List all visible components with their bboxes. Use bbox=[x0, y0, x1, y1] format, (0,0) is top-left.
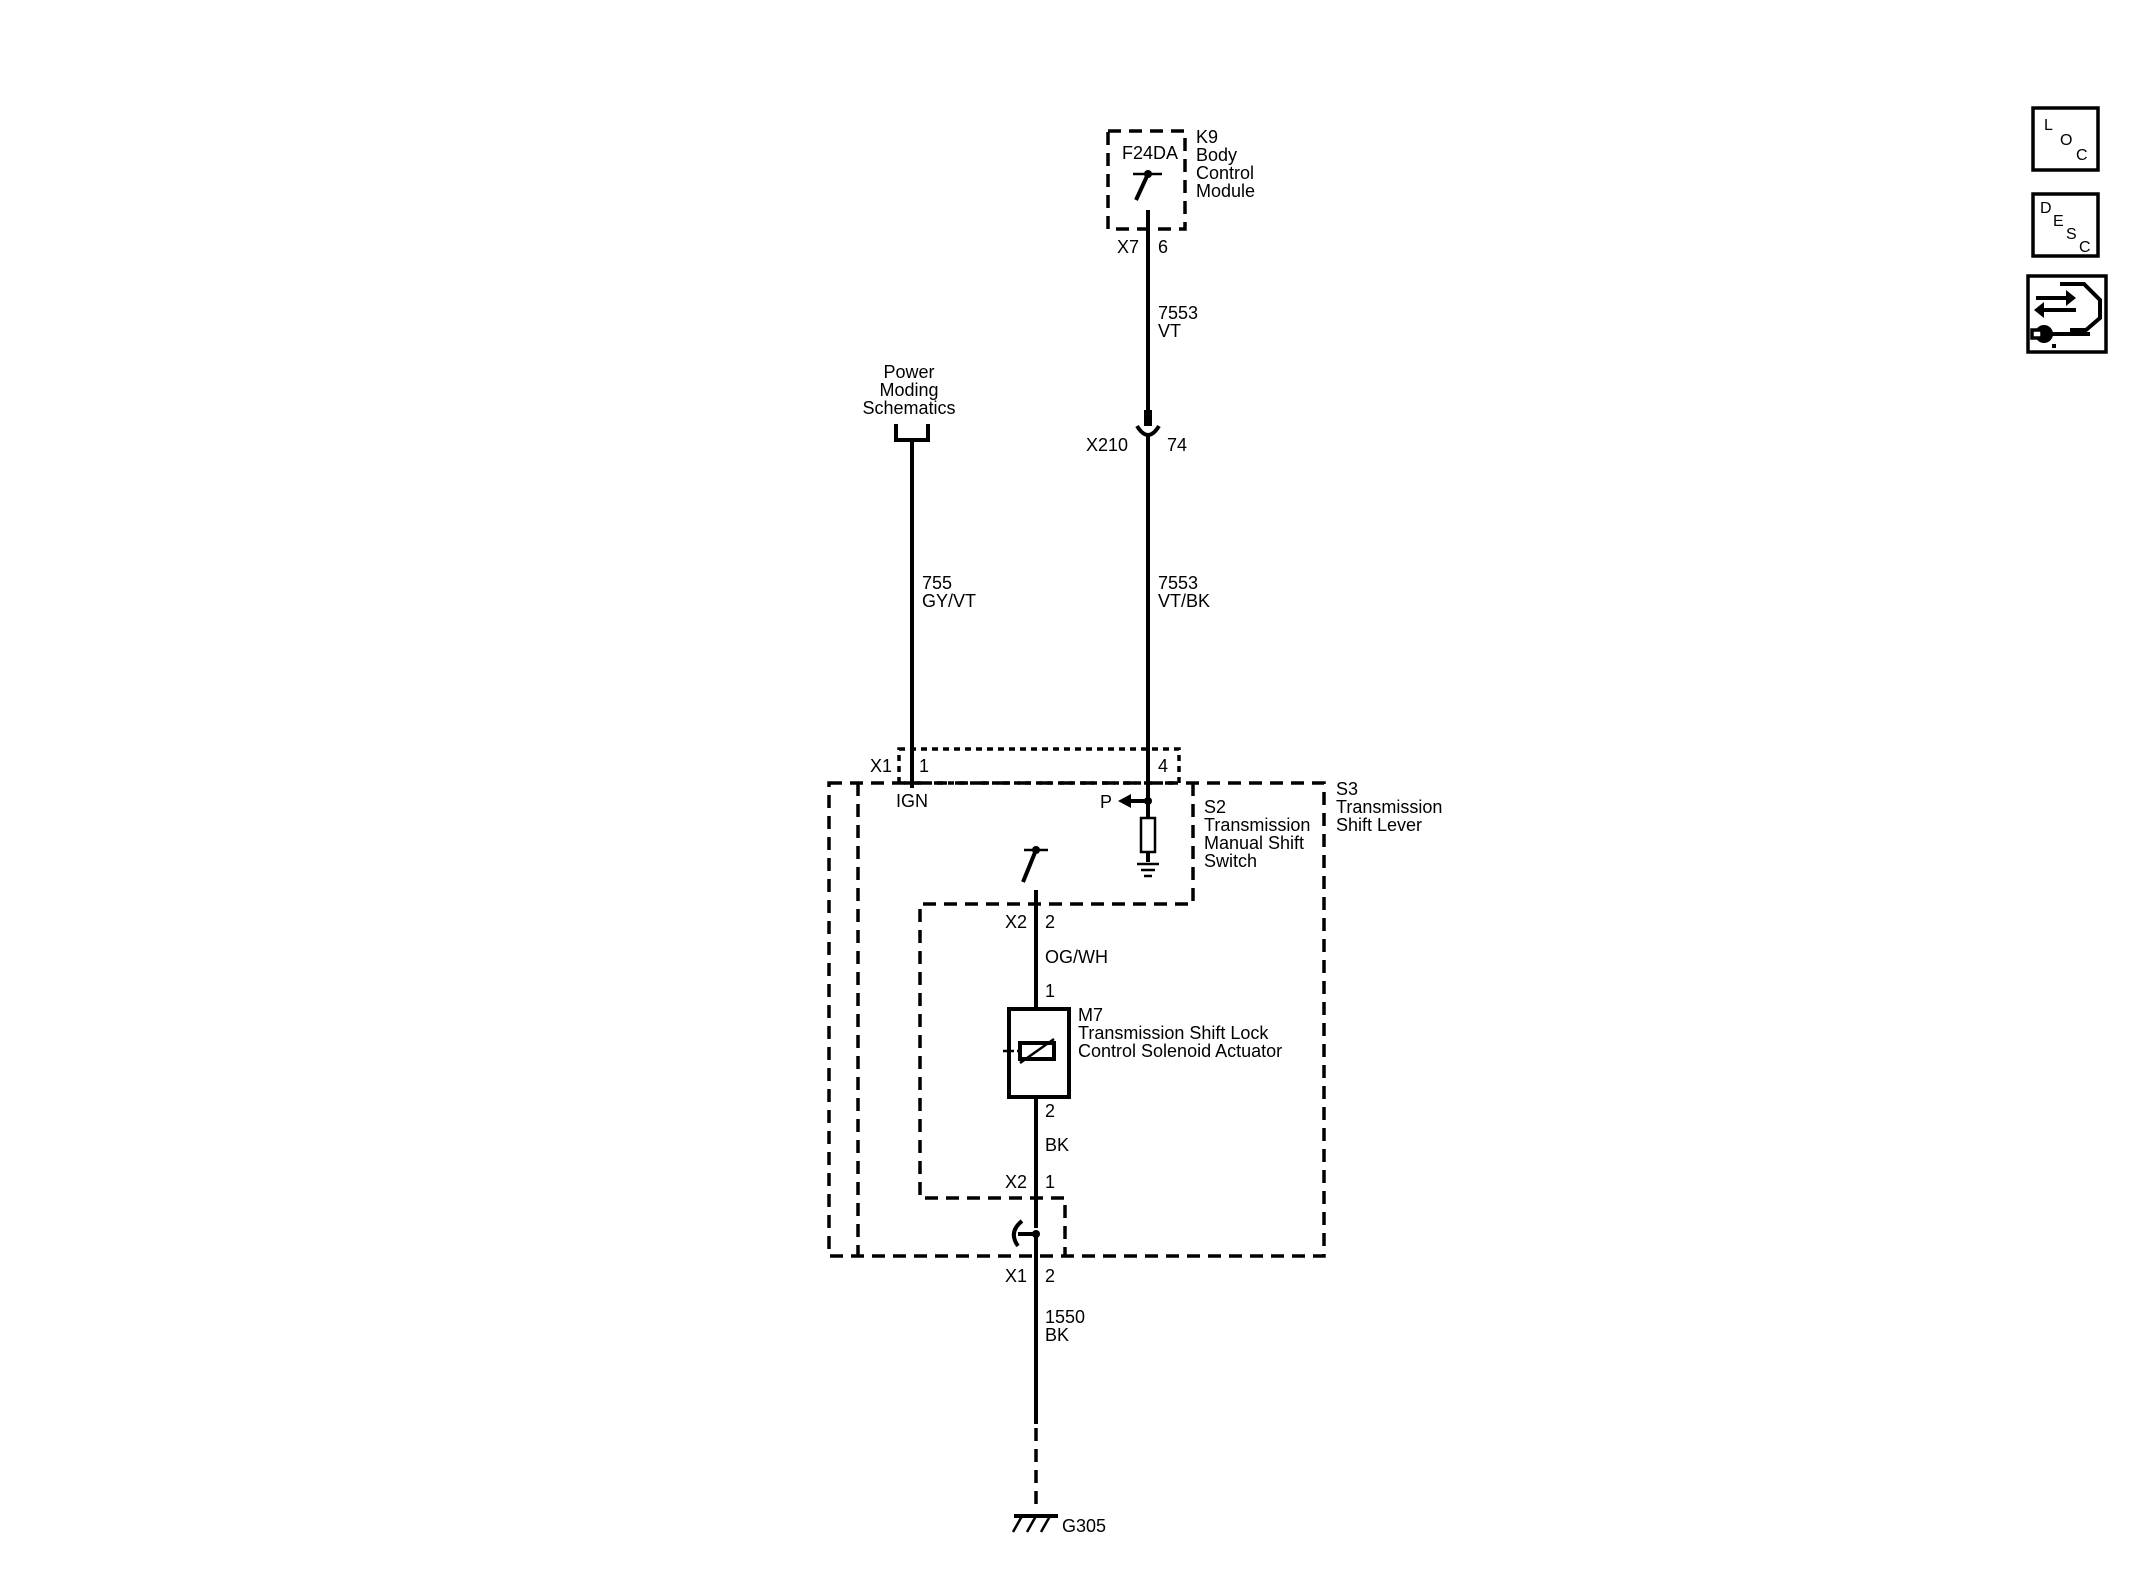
k9-connector-label: X7 bbox=[1117, 237, 1139, 257]
x2-bottom-pin-label: 1 bbox=[1045, 1172, 1055, 1192]
s2-ref-label: S2 bbox=[1204, 797, 1226, 817]
x210-connector-label: X210 bbox=[1086, 435, 1128, 455]
connector-wrench-icon[interactable] bbox=[2026, 274, 2108, 354]
x1-bottom-pin-label: 2 bbox=[1045, 1266, 1055, 1286]
s2-name-line-1: Transmission bbox=[1204, 815, 1310, 835]
loc-letter-l: L bbox=[2044, 117, 2053, 134]
wire-ogwh-color: OG/WH bbox=[1045, 947, 1108, 967]
x1-top-pin-1: 1 bbox=[919, 756, 929, 776]
loc-letter-o: O bbox=[2060, 132, 2072, 149]
loc-button[interactable]: L O C bbox=[2031, 106, 2100, 172]
x210-inline-connector bbox=[1135, 410, 1161, 437]
m7-pin-2-label: 2 bbox=[1045, 1101, 1055, 1121]
wire-7553-vt-circuit: 7553 bbox=[1158, 303, 1198, 323]
wire-755-color: GY/VT bbox=[922, 591, 976, 611]
k9-name-line-3: Module bbox=[1196, 181, 1255, 201]
x1-top-connector-outline bbox=[897, 747, 1181, 785]
x1-bottom-connector-label: X1 bbox=[1005, 1266, 1027, 1286]
desc-button[interactable]: D E S C bbox=[2031, 192, 2100, 258]
k9-name-line-1: Body bbox=[1196, 145, 1237, 165]
x2-bottom-connector-label: X2 bbox=[1005, 1172, 1027, 1192]
desc-letter-d: D bbox=[2040, 200, 2052, 217]
power-moding-line-1: Power bbox=[883, 362, 934, 382]
wire-1550-circuit: 1550 bbox=[1045, 1307, 1085, 1327]
p-label: P bbox=[1100, 792, 1112, 812]
s3-ref-label: S3 bbox=[1336, 779, 1358, 799]
x2-top-connector-label: X2 bbox=[1005, 912, 1027, 932]
m7-name-line-1: Transmission Shift Lock bbox=[1078, 1023, 1269, 1043]
m7-ref-label: M7 bbox=[1078, 1005, 1103, 1025]
shift-lock-switch-symbol bbox=[1021, 846, 1048, 912]
wire-7553-vtbk-color: VT/BK bbox=[1158, 591, 1210, 611]
s2-name-line-3: Switch bbox=[1204, 851, 1257, 871]
desc-letter-s: S bbox=[2066, 226, 2077, 243]
k9-switch-symbol bbox=[1133, 170, 1162, 229]
power-moding-connector-symbol bbox=[894, 424, 930, 442]
desc-letter-c: C bbox=[2079, 239, 2091, 256]
s2-transmission-manual-shift-switch: S2 Transmission Manual Shift Switch bbox=[918, 783, 1310, 1256]
wire-755-circuit: 755 bbox=[922, 573, 952, 593]
m7-name-line-2: Control Solenoid Actuator bbox=[1078, 1041, 1282, 1061]
wire-1550-color: BK bbox=[1045, 1325, 1069, 1345]
k9-fuse-label: F24DA bbox=[1122, 143, 1178, 163]
park-position-resistor: P bbox=[1100, 792, 1159, 878]
wire-7553-vt-color: VT bbox=[1158, 321, 1181, 341]
m7-pin-1-label: 1 bbox=[1045, 981, 1055, 1001]
x1-top-pin-4: 4 bbox=[1158, 756, 1168, 776]
ground-g305-label: G305 bbox=[1062, 1516, 1106, 1536]
s2-outline bbox=[918, 783, 1195, 1256]
s3-name-line-2: Shift Lever bbox=[1336, 815, 1422, 835]
x1-top-connector-label: X1 bbox=[870, 756, 892, 776]
k9-name-line-2: Control bbox=[1196, 163, 1254, 183]
power-moding-line-2: Moding bbox=[879, 380, 938, 400]
s2-name-line-2: Manual Shift bbox=[1204, 833, 1304, 853]
x210-pin-label: 74 bbox=[1167, 435, 1187, 455]
k9-ref-label: K9 bbox=[1196, 127, 1218, 147]
m7-shift-lock-solenoid bbox=[1003, 1007, 1071, 1099]
s3-name-line-1: Transmission bbox=[1336, 797, 1442, 817]
k9-body-control-module: F24DA K9 Body Control Module X7 6 bbox=[1106, 127, 1255, 257]
desc-letter-e: E bbox=[2053, 213, 2064, 230]
ign-label: IGN bbox=[896, 791, 928, 811]
m7-solenoid-body bbox=[1007, 1007, 1071, 1099]
ground-g305-symbol bbox=[1011, 1514, 1058, 1533]
power-moding-line-3: Schematics bbox=[862, 398, 955, 418]
wire-7553-vtbk-circuit: 7553 bbox=[1158, 573, 1198, 593]
s3-transmission-shift-lever: S3 Transmission Shift Lever bbox=[827, 779, 1442, 1258]
x2-top-pin-label: 2 bbox=[1045, 912, 1055, 932]
loc-letter-c: C bbox=[2076, 147, 2088, 164]
wire-bk-color: BK bbox=[1045, 1135, 1069, 1155]
k9-pin-label: 6 bbox=[1158, 237, 1168, 257]
